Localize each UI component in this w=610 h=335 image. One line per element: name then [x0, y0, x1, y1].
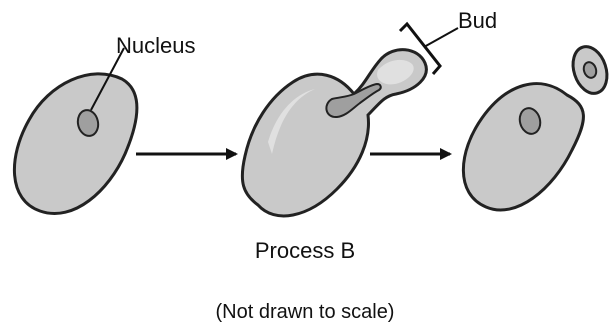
process-title: Process B	[0, 238, 610, 264]
bud-pointer	[424, 28, 458, 47]
left-cell-body	[14, 74, 137, 214]
parent-cell-right	[463, 42, 610, 210]
bud-label: Bud	[458, 8, 497, 33]
budding-cell-middle: Bud	[242, 8, 497, 216]
nucleus-label: Nucleus	[116, 33, 195, 58]
parent-cell-left: Nucleus	[14, 33, 195, 214]
right-cell-body	[463, 84, 583, 210]
scale-note: (Not drawn to scale)	[0, 301, 610, 324]
